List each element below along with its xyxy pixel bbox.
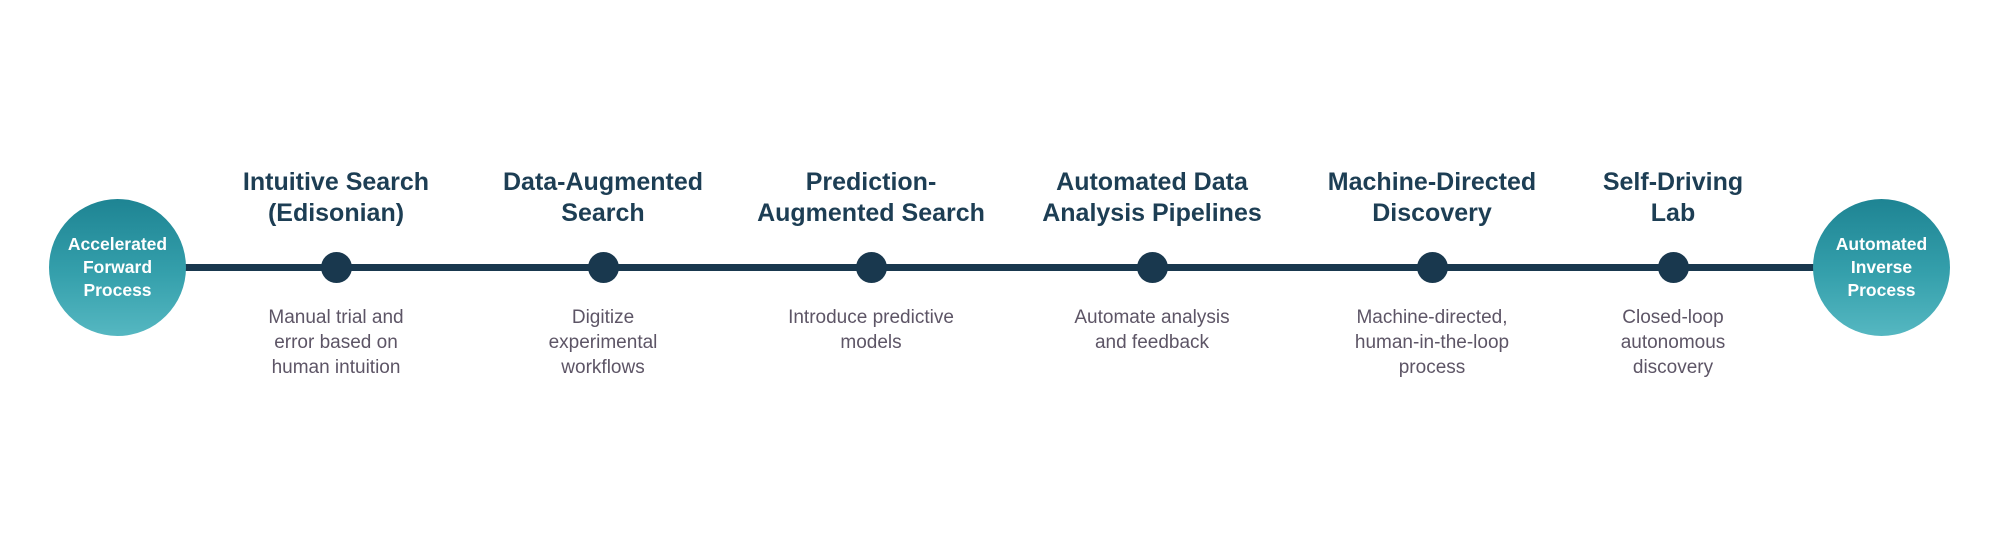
stage-title: Data-Augmented Search	[502, 168, 703, 227]
timeline-node-dot-data-augmented-search	[588, 252, 619, 283]
stage-subtitle: Automate analysis and feedback	[1074, 307, 1230, 353]
stage-subtitle: Closed-loop autonomous discovery	[1620, 307, 1726, 378]
stage-prediction-augmented-search: Prediction- Augmented Search Introduce p…	[736, 0, 1006, 545]
stage-data-augmented-search: Data-Augmented Search Digitize experimen…	[468, 0, 738, 545]
stage-subtitle: Machine-directed, human-in-the-loop proc…	[1354, 307, 1510, 378]
stage-self-driving-lab: Self-Driving Lab Closed-loop autonomous …	[1538, 0, 1808, 545]
timeline-node-dot-prediction-augmented-search	[856, 252, 887, 283]
endpoint-label: Automated Inverse Process	[1835, 234, 1928, 300]
endpoint-automated-inverse-process: Automated Inverse Process	[1813, 199, 1950, 336]
stage-subtitle: Manual trial and error based on human in…	[268, 307, 404, 378]
stage-title: Prediction- Augmented Search	[757, 168, 985, 227]
endpoint-accelerated-forward-process: Accelerated Forward Process	[49, 199, 186, 336]
timeline-axis-line	[117, 264, 1881, 271]
timeline-node-dot-automated-data-analysis	[1137, 252, 1168, 283]
stage-automated-data-analysis-pipelines: Automated Data Analysis Pipelines Automa…	[1017, 0, 1287, 545]
stage-machine-directed-discovery: Machine-Directed Discovery Machine-direc…	[1297, 0, 1567, 545]
timeline-node-dot-self-driving-lab	[1658, 252, 1689, 283]
stage-subtitle: Introduce predictive models	[788, 307, 954, 353]
stage-title: Machine-Directed Discovery	[1327, 168, 1537, 227]
stage-intuitive-search: Intuitive Search (Edisonian) Manual tria…	[201, 0, 471, 545]
stage-title: Automated Data Analysis Pipelines	[1042, 168, 1262, 227]
stage-title: Intuitive Search (Edisonian)	[242, 168, 430, 227]
endpoint-label: Accelerated Forward Process	[67, 234, 168, 300]
timeline-node-dot-intuitive-search	[321, 252, 352, 283]
stage-title: Self-Driving Lab	[1602, 168, 1744, 227]
stage-subtitle: Digitize experimental workflows	[548, 307, 658, 378]
timeline-node-dot-machine-directed-discovery	[1417, 252, 1448, 283]
